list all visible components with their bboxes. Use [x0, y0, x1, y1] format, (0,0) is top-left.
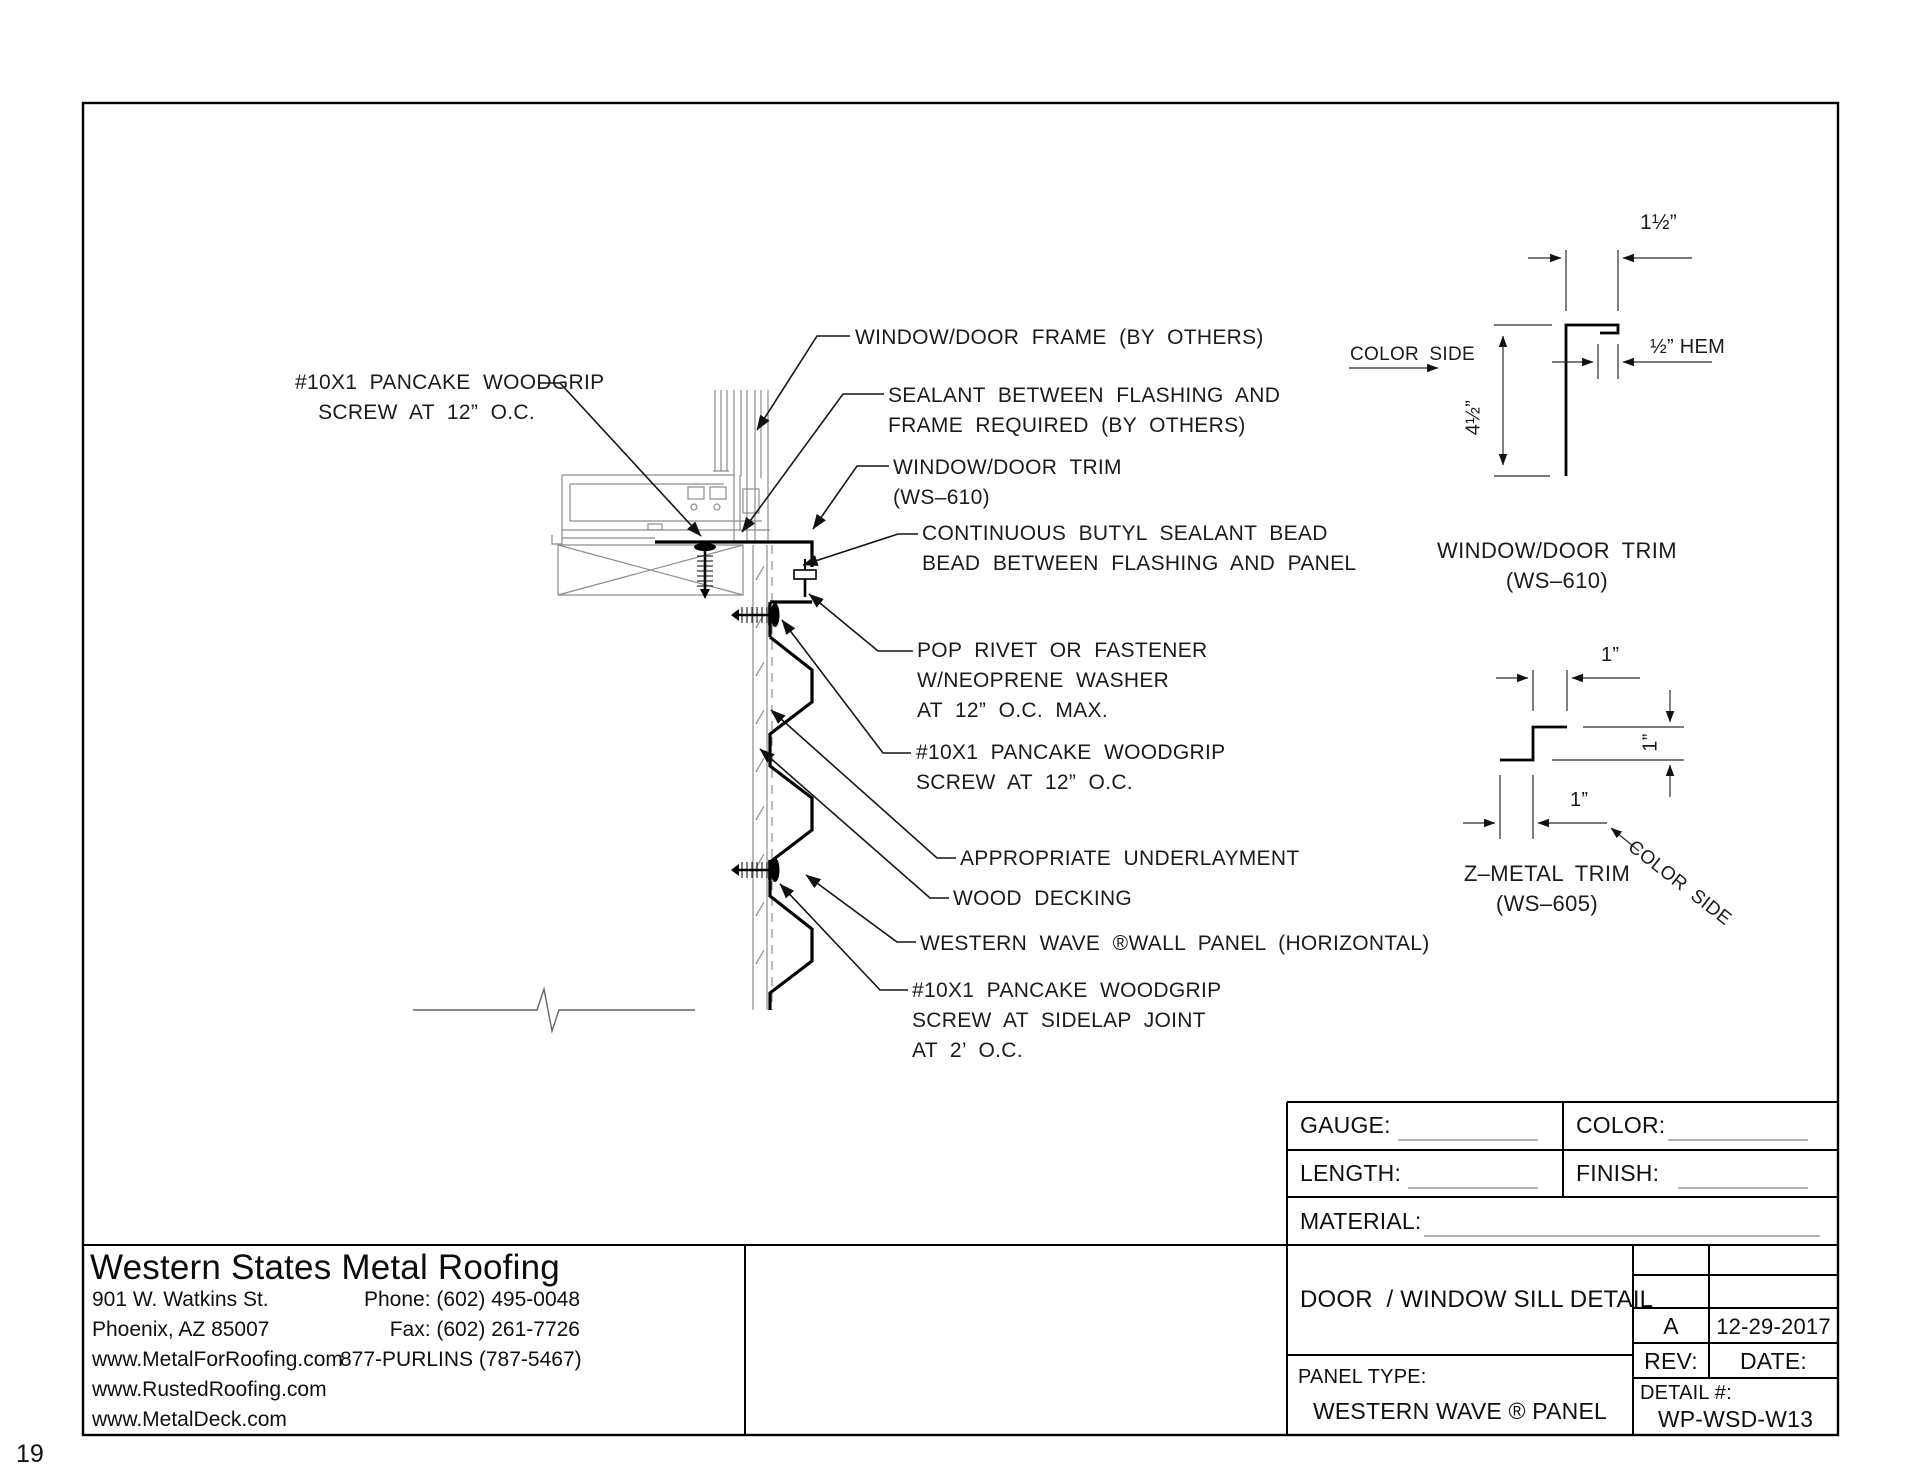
- company-web-3: www.MetalDeck.com: [92, 1408, 287, 1431]
- callout-line: (WS–610): [893, 486, 990, 509]
- ws610-dim-hem: ½” HEM: [1650, 336, 1726, 358]
- callout-line: FRAME REQUIRED (BY OTHERS): [888, 414, 1246, 437]
- callout-line: WINDOW/DOOR TRIM: [893, 456, 1122, 479]
- leader-underlayment: [770, 709, 956, 859]
- ws605-label: Z–METAL TRIM: [1463, 861, 1631, 886]
- ws610-dimensions: [1349, 250, 1712, 477]
- rev-label: REV:: [1644, 1348, 1698, 1374]
- finish-label: FINISH:: [1576, 1160, 1660, 1186]
- break-line: [413, 986, 695, 1034]
- callout-line: POP RIVET OR FASTENER: [917, 639, 1208, 662]
- callout-sealant: SEALANT BETWEEN FLASHING AND FRAME REQUI…: [888, 381, 1280, 441]
- titleblock-lines: [83, 1101, 1838, 1435]
- leader-frame: [756, 335, 850, 431]
- callout-screw12: #10X1 PANCAKE WOODGRIP SCREW AT 12” O.C.: [916, 738, 1225, 798]
- leader-butyl: [802, 533, 918, 566]
- callout-line: CONTINUOUS BUTYL SEALANT BEAD: [922, 522, 1328, 545]
- company-phone: Phone: (602) 495-0048: [364, 1288, 580, 1311]
- ws605-dim-bottom: 1”: [1570, 789, 1589, 811]
- company-web-1: www.MetalForRoofing.com: [92, 1348, 343, 1371]
- leader-trim: [812, 465, 889, 530]
- callout-underlayment: APPROPRIATE UNDERLAYMENT: [960, 844, 1299, 874]
- callout-line: SCREW AT 12” O.C.: [916, 771, 1133, 794]
- pancake-screw-vertical: [694, 543, 716, 599]
- wave-panel-profile: [768, 635, 814, 1010]
- ws610-profile: [1564, 323, 1620, 476]
- window-frame-section: [713, 390, 769, 541]
- leader-panel: [805, 874, 916, 943]
- callout-line: W/NEOPRENE WASHER: [917, 669, 1170, 692]
- sheet-border: [81, 101, 1840, 1437]
- callout-line: #10X1 PANCAKE WOODGRIP: [916, 741, 1226, 764]
- callout-line: AT 12” O.C. MAX.: [917, 699, 1108, 722]
- company-web-2: www.RustedRoofing.com: [92, 1378, 327, 1401]
- ws605-dimensions: [1463, 670, 1684, 852]
- color-label: COLOR:: [1576, 1112, 1666, 1138]
- callout-sidelap: #10X1 PANCAKE WOODGRIP SCREW AT SIDELAP …: [912, 976, 1221, 1066]
- leader-screw12: [781, 619, 911, 754]
- company-tollfree: 877-PURLINS (787-5467): [340, 1348, 582, 1371]
- callout-line: WOOD DECKING: [953, 887, 1133, 910]
- callout-line: WESTERN WAVE ®WALL PANEL (HORIZONTAL): [920, 932, 1430, 955]
- callout-line: SCREW AT SIDELAP JOINT: [912, 1009, 1206, 1032]
- company-fax: Fax: (602) 261-7726: [389, 1318, 580, 1341]
- callout-left-screw: #10X1 PANCAKE WOODGRIP SCREW AT 12” O.C.: [295, 368, 605, 428]
- panel-type-label: PANEL TYPE:: [1298, 1366, 1427, 1388]
- length-label: LENGTH:: [1300, 1160, 1402, 1186]
- leader-left-screw: [538, 382, 702, 537]
- ws605-dim-top: 1”: [1601, 644, 1620, 666]
- pancake-screw-horizontal-1: [731, 603, 780, 627]
- callout-line: BEAD BETWEEN FLASHING AND PANEL: [922, 552, 1357, 575]
- leader-decking: [759, 748, 949, 899]
- callout-rivet: POP RIVET OR FASTENER W/NEOPRENE WASHER …: [917, 636, 1208, 726]
- callout-line: SCREW AT 12” O.C.: [318, 401, 535, 424]
- callout-line: WINDOW/DOOR FRAME (BY OTHERS): [855, 326, 1264, 349]
- ws610-label-code: (WS–610): [1505, 568, 1609, 593]
- callout-line: #10X1 PANCAKE WOODGRIP: [912, 979, 1222, 1002]
- window-door-trim-profile-section: [655, 540, 814, 567]
- z-metal-section: [768, 600, 812, 637]
- ws610-dim-top: 1½”: [1640, 211, 1678, 234]
- panel-type-value: WESTERN WAVE ® PANEL: [1312, 1398, 1607, 1424]
- ws605-dim-right: 1”: [1639, 733, 1662, 752]
- callout-line: #10X1 PANCAKE WOODGRIP: [295, 371, 605, 394]
- callout-frame: WINDOW/DOOR FRAME (BY OTHERS): [855, 323, 1264, 353]
- leader-sidelap: [779, 883, 908, 991]
- company-address-1: 901 W. Watkins St.: [92, 1288, 269, 1311]
- date-label: DATE:: [1739, 1348, 1808, 1374]
- company-name: Western States Metal Roofing: [90, 1248, 560, 1287]
- titleblock-blank-lines: [1398, 1139, 1820, 1237]
- callout-panel: WESTERN WAVE ®WALL PANEL (HORIZONTAL): [920, 929, 1430, 959]
- callout-trim: WINDOW/DOOR TRIM (WS–610): [893, 453, 1122, 513]
- page-number: 19: [16, 1440, 44, 1468]
- callout-line: APPROPRIATE UNDERLAYMENT: [960, 847, 1300, 870]
- gauge-label: GAUGE:: [1300, 1112, 1391, 1138]
- pancake-screw-horizontal-2: [731, 858, 780, 882]
- detail-number-label: DETAIL #:: [1640, 1382, 1732, 1404]
- callout-line: AT 2’ O.C.: [912, 1039, 1023, 1062]
- rev-value: A: [1663, 1313, 1679, 1339]
- material-label: MATERIAL:: [1300, 1208, 1422, 1234]
- leader-rivet: [808, 593, 913, 652]
- sill-extrusion: [551, 474, 770, 545]
- detail-title: DOOR / WINDOW SILL DETAIL: [1300, 1286, 1654, 1313]
- company-address-2: Phoenix, AZ 85007: [92, 1318, 270, 1341]
- callout-butyl: CONTINUOUS BUTYL SEALANT BEAD BEAD BETWE…: [922, 519, 1356, 579]
- ws605-profile: [1500, 725, 1567, 762]
- ws605-label-code: (WS–605): [1495, 891, 1599, 916]
- callout-line: SEALANT BETWEEN FLASHING AND: [888, 384, 1281, 407]
- date-value: 12-29-2017: [1716, 1314, 1831, 1339]
- detail-number-value: WP-WSD-W13: [1657, 1406, 1814, 1432]
- callout-decking: WOOD DECKING: [953, 884, 1132, 914]
- ws610-dim-side: 4½”: [1462, 399, 1485, 436]
- leader-sealant: [741, 393, 884, 533]
- leader-lines: [538, 335, 956, 991]
- ws610-color-side-label: COLOR SIDE: [1350, 344, 1475, 365]
- wood-blocking: [557, 544, 744, 596]
- ws610-label: WINDOW/DOOR TRIM: [1436, 538, 1678, 563]
